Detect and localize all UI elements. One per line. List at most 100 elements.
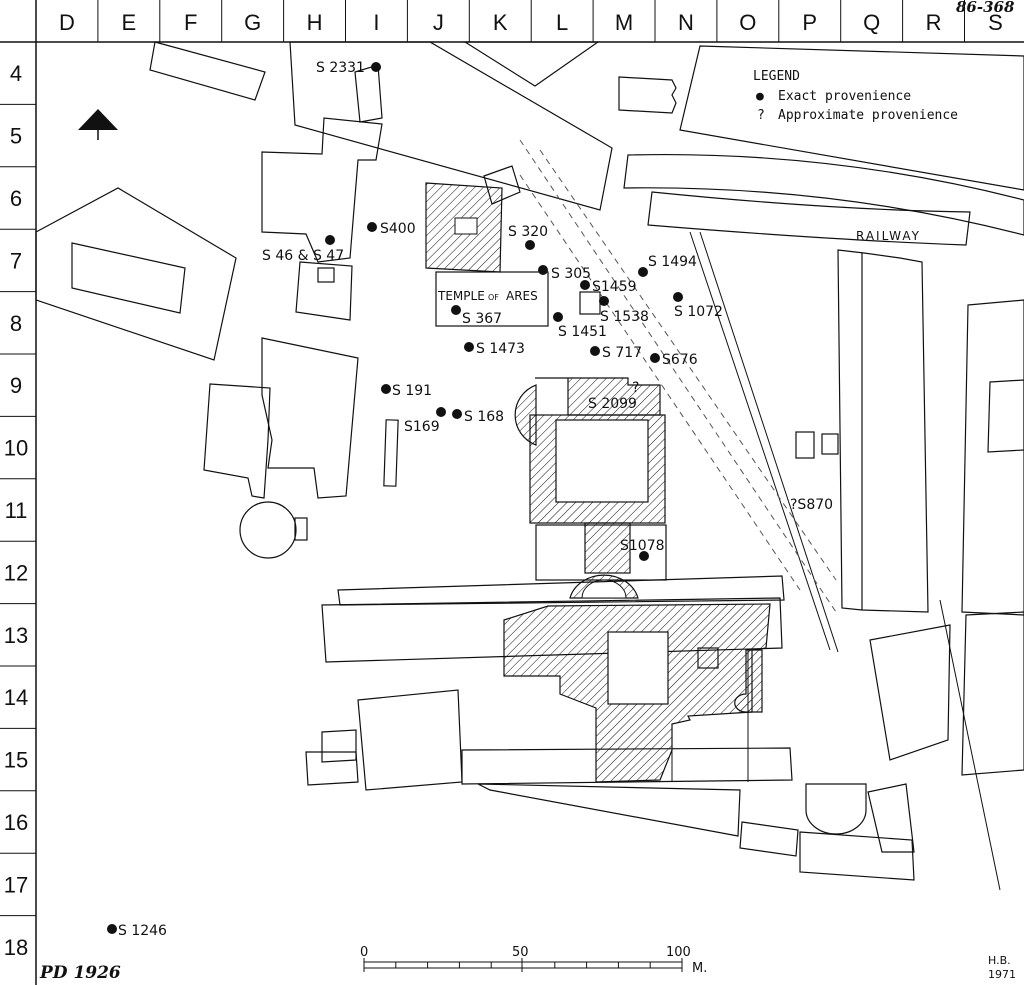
exact-provenience-dot-icon [590, 346, 600, 356]
row-label-14: 14 [4, 685, 28, 710]
find-s870: ?S870 [790, 497, 833, 513]
railway-label: RAILWAY [856, 229, 921, 243]
find-label: S 305 [551, 266, 591, 282]
find-s-1494: S 1494 [638, 254, 697, 277]
north-arrow-icon [78, 109, 118, 140]
signature-initials: H.B. [988, 954, 1011, 967]
legend-exact-text: Exact provenience [778, 89, 911, 104]
row-label-9: 9 [10, 373, 22, 398]
legend: LEGEND ● Exact provenience ? Approximate… [753, 69, 958, 123]
legend-approx-symbol: ? [757, 108, 765, 123]
find-s-1473: S 1473 [464, 341, 525, 357]
approx-marker-s2099: ? [632, 380, 639, 396]
find-label: S 1538 [600, 309, 649, 325]
column-label-m: M [615, 10, 633, 35]
column-label-p: P [802, 10, 817, 35]
row-label-4: 4 [10, 61, 22, 86]
exact-provenience-dot-icon [452, 409, 462, 419]
temple-label-ares: ARES [506, 289, 538, 303]
row-label-6: 6 [10, 186, 22, 211]
find-s-305: S 305 [538, 265, 591, 282]
find-s-1246: S 1246 [107, 923, 167, 939]
find-s-2099: S 2099 [588, 396, 637, 412]
find-label: S 717 [602, 345, 642, 361]
find-label: S 320 [508, 224, 548, 240]
exact-provenience-dot-icon [436, 407, 446, 417]
find-s-717: S 717 [590, 345, 642, 361]
exact-provenience-dot-icon [381, 384, 391, 394]
legend-approx-text: Approximate provenience [778, 108, 958, 123]
find-label: S 1494 [648, 254, 697, 270]
find-label: S 191 [392, 383, 432, 399]
scale-tick-100: 100 [666, 945, 691, 960]
find-label: S400 [380, 221, 416, 237]
corner-note: 86-368 [956, 0, 1015, 16]
exact-provenience-dot-icon [638, 267, 648, 277]
find-s169: S169 [404, 407, 446, 435]
temple-of-ares-label: TEMPLE OF ARES [437, 289, 538, 303]
column-label-r: R [926, 10, 942, 35]
find-label: S 2099 [588, 396, 637, 412]
find-s-168: S 168 [452, 409, 504, 425]
exact-provenience-dot-icon [451, 305, 461, 315]
scale-tick-0: 0 [360, 945, 368, 960]
column-label-d: D [59, 10, 75, 35]
column-label-e: E [122, 10, 137, 35]
row-label-8: 8 [10, 311, 22, 336]
exact-provenience-dot-icon [673, 292, 683, 302]
find-label: S 1473 [476, 341, 525, 357]
exact-provenience-dot-icon [371, 62, 381, 72]
row-label-16: 16 [4, 810, 28, 835]
find-label: S676 [662, 352, 698, 368]
exact-provenience-dot-icon [525, 240, 535, 250]
exact-provenience-dot-icon [650, 353, 660, 363]
column-label-g: G [244, 10, 261, 35]
find-s-191: S 191 [381, 383, 432, 399]
row-label-18: 18 [4, 935, 28, 960]
temple-label-of: OF [488, 293, 499, 302]
find-s-46-s-47: S 46 & S 47 [262, 235, 344, 264]
exact-provenience-dot-icon [580, 280, 590, 290]
building-outlines [35, 41, 1024, 891]
exact-provenience-dot-icon [107, 924, 117, 934]
row-label-17: 17 [4, 872, 28, 897]
column-label-j: J [433, 10, 444, 35]
find-label: S 1451 [558, 324, 607, 340]
row-label-15: 15 [4, 748, 28, 773]
find-s400: S400 [367, 221, 416, 237]
catalog-mark: PD 1926 [39, 963, 121, 983]
find-s-320: S 320 [508, 224, 548, 250]
find-s-1451: S 1451 [553, 312, 607, 340]
column-label-k: K [493, 10, 508, 35]
find-label: S1459 [592, 279, 637, 295]
row-label-12: 12 [4, 560, 28, 585]
column-label-i: I [373, 10, 379, 35]
find-label: S169 [404, 419, 440, 435]
find-label: S 367 [462, 311, 502, 327]
row-label-11: 11 [5, 498, 28, 523]
legend-exact-symbol: ● [756, 89, 764, 104]
row-label-7: 7 [10, 248, 22, 273]
row-label-5: 5 [10, 124, 22, 149]
find-s-1072: S 1072 [673, 292, 723, 320]
column-label-n: N [678, 10, 694, 35]
column-label-q: Q [863, 10, 880, 35]
dashed-lines [519, 139, 837, 613]
find-s-2331: S 2331 [316, 60, 381, 76]
find-label: S 46 & S 47 [262, 248, 344, 264]
column-label-s: S [988, 10, 1003, 35]
exact-provenience-dot-icon [639, 551, 649, 561]
find-s1078: S1078 [620, 538, 665, 561]
find-s-1538: S 1538 [599, 296, 649, 325]
temple-label-main: TEMPLE [437, 289, 485, 303]
find-label: S 2331 [316, 60, 365, 76]
find-label: ?S870 [790, 497, 833, 513]
column-label-l: L [556, 10, 568, 35]
exact-provenience-dot-icon [325, 235, 335, 245]
row-label-10: 10 [4, 436, 28, 461]
find-label: S 1072 [674, 304, 723, 320]
column-label-f: F [184, 10, 197, 35]
